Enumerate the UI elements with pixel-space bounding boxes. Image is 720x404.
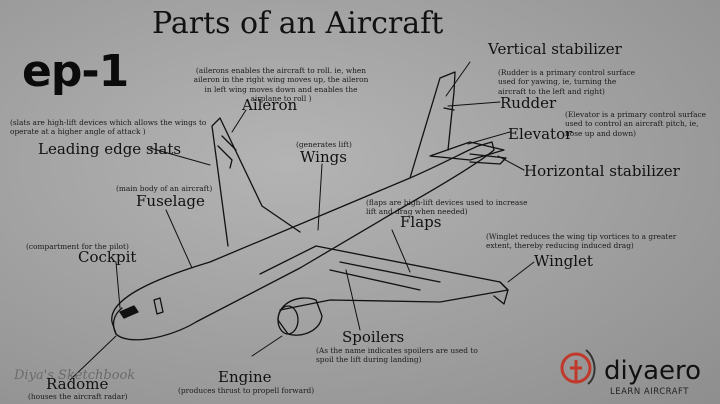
flaps-outline <box>339 261 441 283</box>
page-title: Parts of an Aircraft <box>152 6 444 41</box>
cockpit-label: Cockpit <box>78 248 137 266</box>
winglet-label: Winglet <box>534 252 593 270</box>
spoilers-outline <box>329 269 421 291</box>
leading-edge-slats-note: (slats are high-lift devices which allow… <box>10 118 207 137</box>
wings-label: Wings <box>300 148 347 166</box>
spoilers-label: Spoilers <box>342 328 405 346</box>
brand-name: diyaero <box>604 356 702 386</box>
brand-tagline: LEARN AIRCRAFT <box>610 387 689 397</box>
rudder-outline <box>443 107 455 111</box>
fuselage-outline <box>111 141 495 341</box>
flaps-label: Flaps <box>400 213 442 231</box>
radome-note: (houses the aircraft radar) <box>28 392 128 401</box>
fuselage-note: (main body of an aircraft) <box>116 184 213 193</box>
aileron-note: (ailerons enables the aircraft to roll. … <box>193 66 369 103</box>
elevator-outline <box>469 153 507 165</box>
horizontal-stabilizer-label: Horizontal stabilizer <box>524 162 680 180</box>
cockpit-note: (compartment for the pilot) <box>26 242 129 251</box>
diyaero-logo-icon <box>560 349 596 385</box>
flaps-note: (flaps are high-lift devices used to inc… <box>366 198 528 217</box>
door-outline <box>153 297 164 315</box>
engine-label: Engine <box>218 368 272 386</box>
vertical-stabilizer-label: Vertical stabilizer <box>488 40 622 58</box>
winglet-outline <box>493 281 509 305</box>
elevator-note: (Elevator is a primary control surface u… <box>565 110 707 138</box>
callout-lines <box>69 61 535 381</box>
radome-label: Radome <box>46 375 109 393</box>
aileron-label: Aileron <box>242 96 298 114</box>
cockpit-windows <box>119 305 139 319</box>
rudder-note: (Rudder is a primary control surface use… <box>498 68 636 96</box>
fuselage-label: Fuselage <box>136 192 205 210</box>
vertical-stabilizer-outline <box>409 71 456 179</box>
leading-edge-slats-label: Leading edge slats <box>38 140 182 158</box>
watermark-signature: Diya's Sketchbook <box>14 368 136 383</box>
elevator-label: Elevator <box>508 125 573 143</box>
aileron-outline <box>221 135 237 151</box>
horizontal-stabilizer-outline <box>429 141 505 161</box>
engine-note: (produces thrust to propell forward) <box>178 386 315 395</box>
engine-outline <box>277 297 323 336</box>
near-wing-outline <box>259 245 509 311</box>
episode-label: ep-1 <box>22 46 129 97</box>
spoilers-note: (As the name indicates spoilers are used… <box>316 346 478 365</box>
winglet-note: (Winglet reduces the wing tip vortices t… <box>486 232 677 251</box>
rudder-label: Rudder <box>500 94 557 112</box>
radome-outline <box>112 307 123 335</box>
far-wing-outline <box>211 117 301 247</box>
wings-note: (generates lift) <box>296 140 352 149</box>
